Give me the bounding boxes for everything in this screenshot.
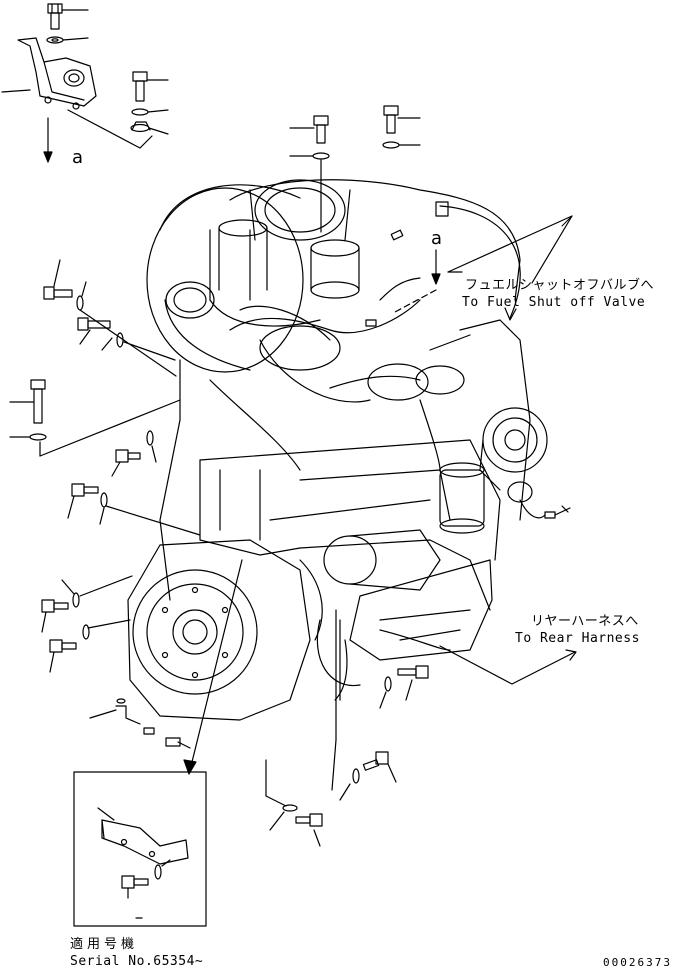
bolt-set-4 <box>382 105 421 149</box>
rear-harness-label-jp: リヤーハーネスへ <box>531 614 639 629</box>
hex-bolt-icon <box>41 599 69 613</box>
applicability-label-jp: 適用号機 <box>70 937 139 952</box>
bolt-set-3 <box>289 115 330 233</box>
hex-bolt-icon <box>397 665 429 679</box>
rear-harness-label-en: To Rear Harness <box>515 631 640 646</box>
serial-number-label: Serial No.65354~ <box>70 954 204 969</box>
left-bolts <box>9 259 201 749</box>
lower-right-bolts <box>265 609 429 847</box>
hex-bolt-icon <box>30 379 46 424</box>
fuel-shutoff-label-jp: フュエルシャットオフバルブへ <box>465 278 655 293</box>
hex-bolt-icon <box>43 286 73 300</box>
detail-bracket <box>97 807 189 865</box>
bolt-set-2 <box>130 71 169 135</box>
hex-bolt-icon <box>115 449 141 463</box>
top-bracket-assembly <box>1 3 153 163</box>
view-a-label-left: a <box>72 147 84 168</box>
washer-icon <box>46 36 64 44</box>
hex-bolt-icon <box>295 813 323 827</box>
hex-bolt-icon <box>121 875 149 889</box>
callout-arrows <box>183 205 577 775</box>
hex-bolt-icon <box>71 483 99 497</box>
hex-bolt-icon <box>77 317 111 331</box>
hex-bolt-icon <box>362 751 389 771</box>
hex-bolt-icon <box>47 3 63 30</box>
drawing-number: 00026373 <box>603 956 672 969</box>
view-a-label-right: a <box>431 228 443 249</box>
engine-block <box>127 179 571 721</box>
hex-bolt-icon <box>49 639 77 653</box>
detail-box <box>73 771 207 927</box>
fuel-shutoff-label-en: To Fuel Shut off Valve <box>462 295 646 310</box>
